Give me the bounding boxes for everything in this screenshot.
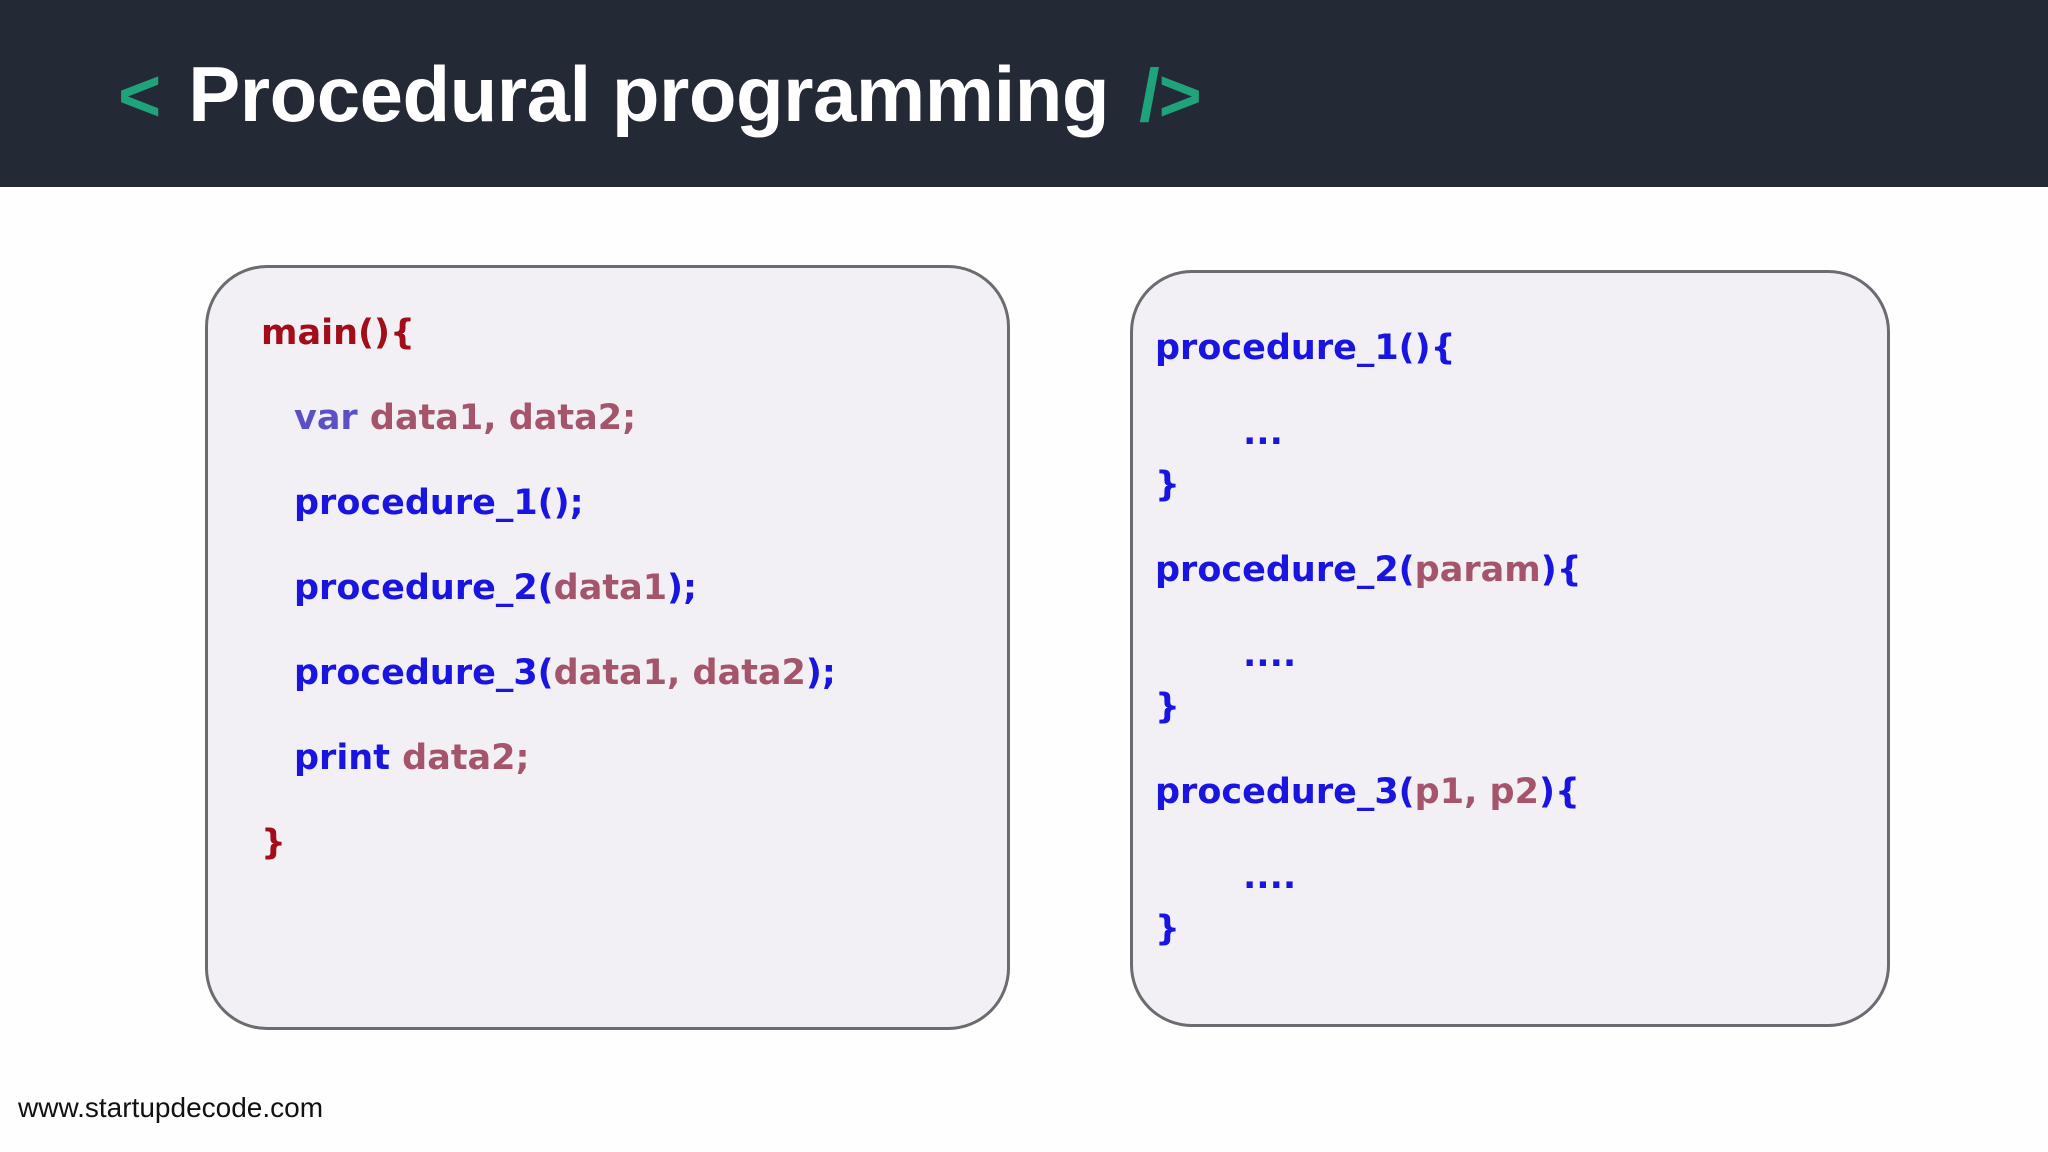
code-token: data2; xyxy=(402,738,530,778)
angle-bracket-open-icon: < xyxy=(118,53,161,137)
code-token: ){ xyxy=(1538,772,1580,812)
code-token: print xyxy=(294,738,403,778)
code-token: ){ xyxy=(1540,550,1582,590)
code-token: data1 xyxy=(553,568,668,608)
code-line: procedure_2(param){ xyxy=(1155,553,1887,638)
code-token: procedure_1(){ xyxy=(1155,328,1456,368)
code-token: procedure_3( xyxy=(1155,772,1415,812)
code-panel-main-program: main(){var data1, data2;procedure_1();pr… xyxy=(205,265,1010,1030)
code-token: param xyxy=(1414,550,1541,590)
code-line: ... xyxy=(1155,416,1887,468)
code-token: ... xyxy=(1243,413,1283,453)
page-title: Procedural programming xyxy=(188,49,1110,138)
code-token: } xyxy=(1155,909,1180,949)
code-line: procedure_2(data1); xyxy=(261,571,1007,656)
code-line: } xyxy=(1155,468,1887,553)
code-line: main(){ xyxy=(261,316,1007,401)
code-token: p1, p2 xyxy=(1414,772,1539,812)
code-line: } xyxy=(1155,690,1887,775)
code-token: procedure_2( xyxy=(1155,550,1415,590)
code-line: var data1, data2; xyxy=(261,401,1007,486)
code-token: main(){ xyxy=(261,313,415,353)
code-line: procedure_3(p1, p2){ xyxy=(1155,775,1887,860)
code-token: .... xyxy=(1243,635,1297,675)
code-line: .... xyxy=(1155,638,1887,690)
code-token: } xyxy=(261,823,286,863)
code-block-main-program: main(){var data1, data2;procedure_1();pr… xyxy=(208,268,1007,911)
code-token: } xyxy=(1155,687,1180,727)
code-token: ); xyxy=(805,653,836,693)
code-line: } xyxy=(1155,912,1887,997)
angle-bracket-close-icon: /> xyxy=(1139,53,1202,137)
slide-header: < Procedural programming /> xyxy=(0,0,2048,187)
code-line: procedure_3(data1, data2); xyxy=(261,656,1007,741)
code-line: .... xyxy=(1155,860,1887,912)
code-panel-procedure-definitions: procedure_1(){...}procedure_2(param){...… xyxy=(1130,270,1890,1027)
code-line: } xyxy=(261,826,1007,911)
code-token: ); xyxy=(667,568,698,608)
code-token: data1, data2; xyxy=(369,398,637,438)
code-line: procedure_1(); xyxy=(261,486,1007,571)
code-block-procedure-definitions: procedure_1(){...}procedure_2(param){...… xyxy=(1133,273,1887,997)
code-token: } xyxy=(1155,465,1180,505)
code-line: procedure_1(){ xyxy=(1155,331,1887,416)
header-title-group: < Procedural programming /> xyxy=(118,49,1202,138)
code-token: .... xyxy=(1243,857,1297,897)
code-token: procedure_3( xyxy=(294,653,554,693)
footer-website-url: www.startupdecode.com xyxy=(18,1092,324,1123)
code-line: print data2; xyxy=(261,741,1007,826)
code-token: data1, data2 xyxy=(553,653,806,693)
code-token: var xyxy=(294,398,370,438)
code-token: procedure_1(); xyxy=(294,483,584,523)
code-token: procedure_2( xyxy=(294,568,554,608)
